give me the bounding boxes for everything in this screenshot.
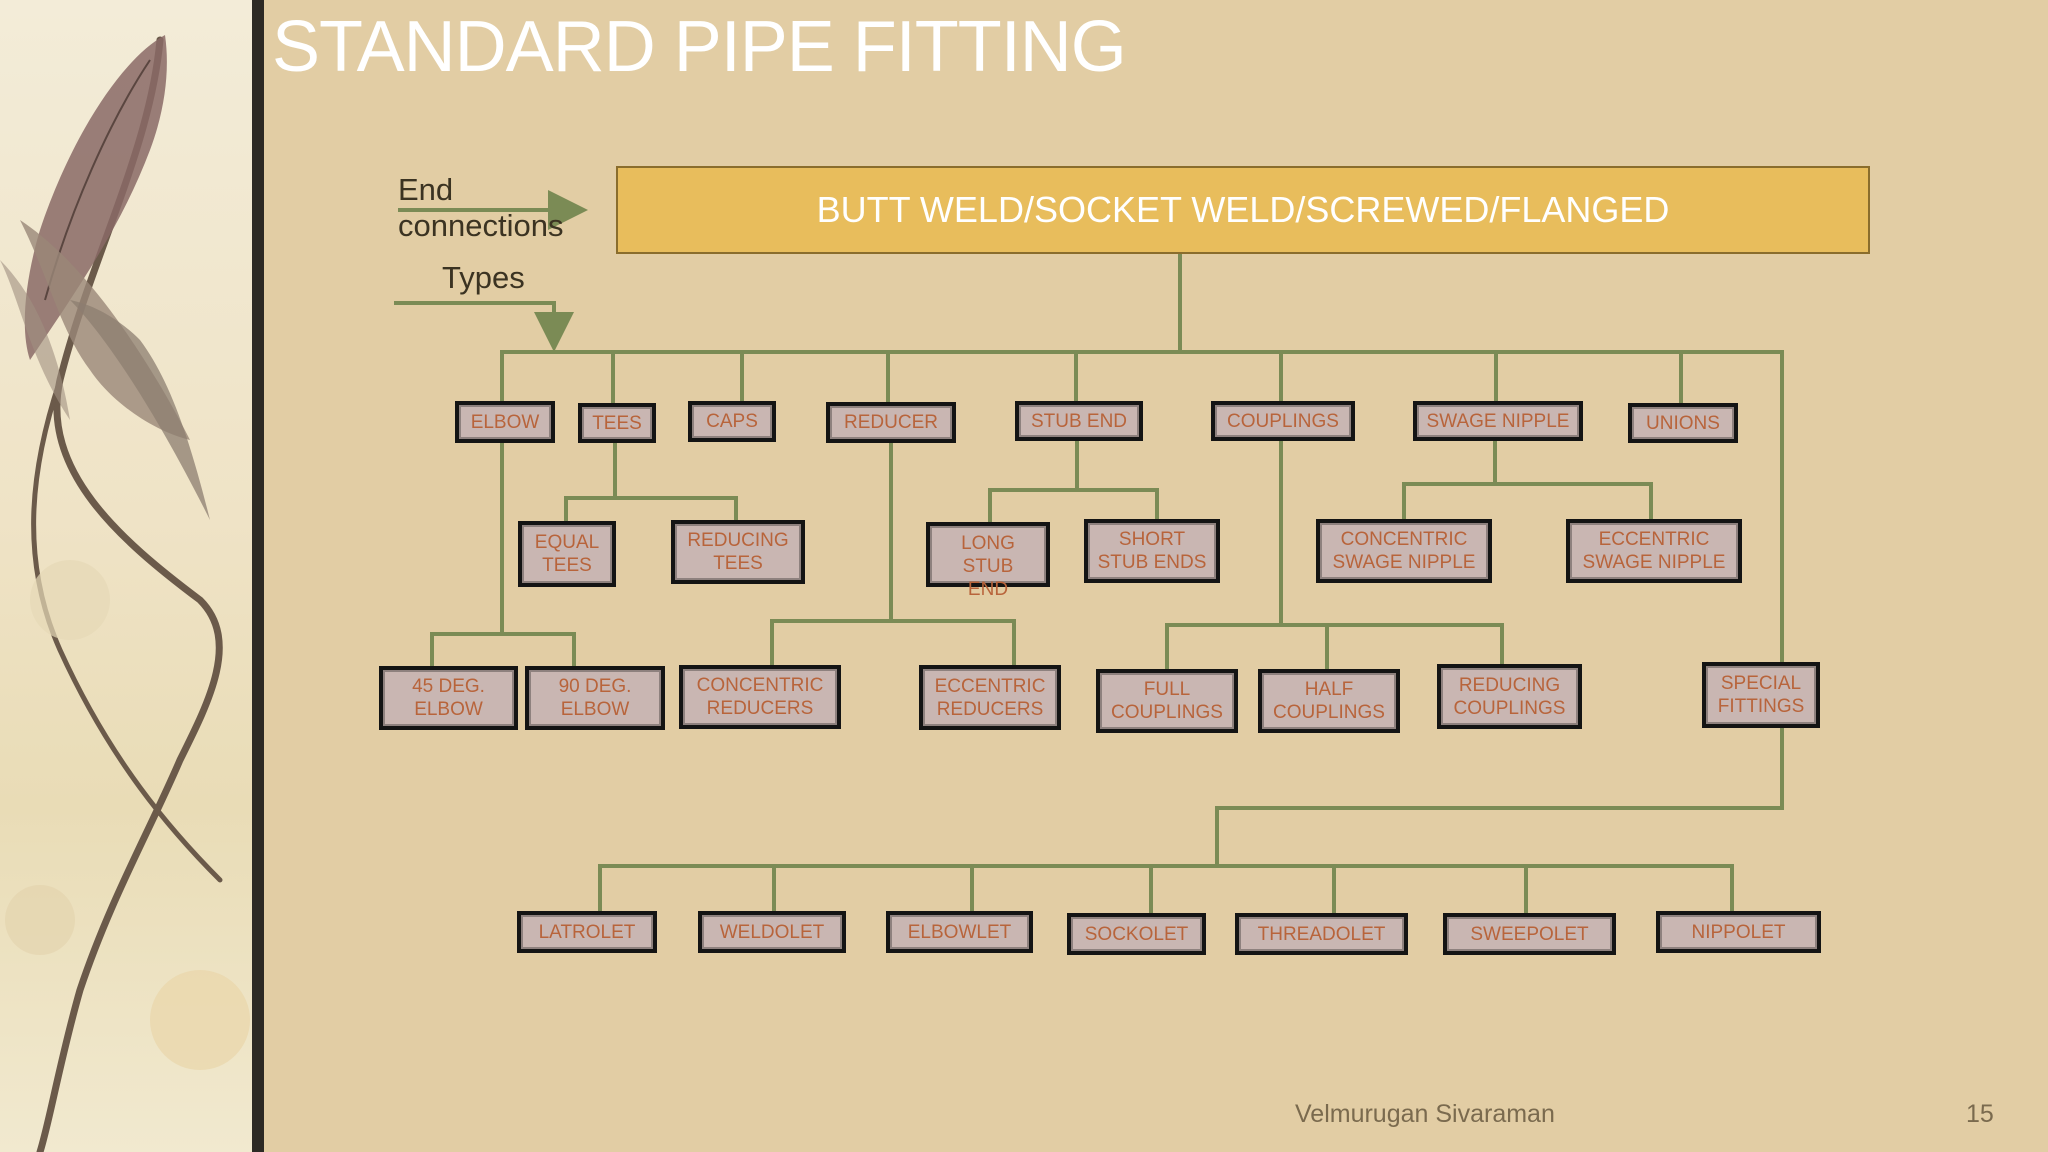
node-eccentric-swage-nipple: ECCENTRIC SWAGE NIPPLE: [1566, 519, 1742, 583]
node-reducing-couplings: REDUCING COUPLINGS: [1437, 664, 1582, 729]
node-elbow: ELBOW: [455, 401, 555, 443]
node-latrolet: LATROLET: [517, 911, 657, 953]
node-concentric-reducers: CONCENTRIC REDUCERS: [679, 665, 841, 729]
node-couplings: COUPLINGS: [1211, 401, 1355, 441]
node-sockolet: SOCKOLET: [1067, 913, 1206, 955]
node-weldolet: WELDOLET: [698, 911, 846, 953]
vertical-divider-bar: [252, 0, 264, 1152]
node-reducer: REDUCER: [826, 402, 956, 443]
types-label: Types: [442, 260, 525, 295]
node-concentric-swage-nipple: CONCENTRIC SWAGE NIPPLE: [1316, 519, 1492, 583]
node-equal-tees: EQUAL TEES: [518, 521, 616, 587]
node-sweepolet: SWEEPOLET: [1443, 913, 1616, 955]
node-elbowlet: ELBOWLET: [886, 911, 1033, 953]
node-full-couplings: FULL COUPLINGS: [1096, 669, 1238, 733]
page-number: 15: [1966, 1100, 1994, 1128]
node-long-stub-end: LONG STUB END: [926, 522, 1050, 600]
node-caps: CAPS: [688, 401, 776, 442]
node-stub-end: STUB END: [1015, 401, 1143, 441]
node-half-couplings: HALF COUPLINGS: [1258, 669, 1400, 733]
leaf-branch-illustration: [0, 35, 250, 1152]
node-threadolet: THREADOLET: [1235, 913, 1408, 955]
node-unions: UNIONS: [1628, 403, 1738, 443]
node-tees: TEES: [578, 403, 656, 443]
node-special-fittings: SPECIAL FITTINGS: [1702, 662, 1820, 728]
node-90-deg-elbow: 90 DEG. ELBOW: [525, 666, 665, 730]
end-connections-label-line2: connections: [398, 208, 564, 243]
footer-author: Velmurugan Sivaraman: [1295, 1100, 1555, 1128]
end-connections-label-line1: End: [398, 172, 454, 207]
node-short-stub-ends: SHORT STUB ENDS: [1084, 519, 1220, 583]
node-45-deg-elbow: 45 DEG. ELBOW: [379, 666, 518, 730]
end-connections-box: BUTT WELD/SOCKET WELD/SCREWED/FLANGED: [616, 166, 1870, 254]
node-swage-nipple: SWAGE NIPPLE: [1413, 401, 1583, 441]
node-nippolet: NIPPOLET: [1656, 911, 1821, 953]
slide-title: STANDARD PIPE FITTING: [272, 7, 1127, 87]
decorative-leaf-panel: [0, 0, 252, 1152]
node-reducing-tees: REDUCING TEES: [671, 520, 805, 584]
node-eccentric-reducers: ECCENTRIC REDUCERS: [919, 665, 1061, 730]
types-arrow: [394, 301, 574, 352]
